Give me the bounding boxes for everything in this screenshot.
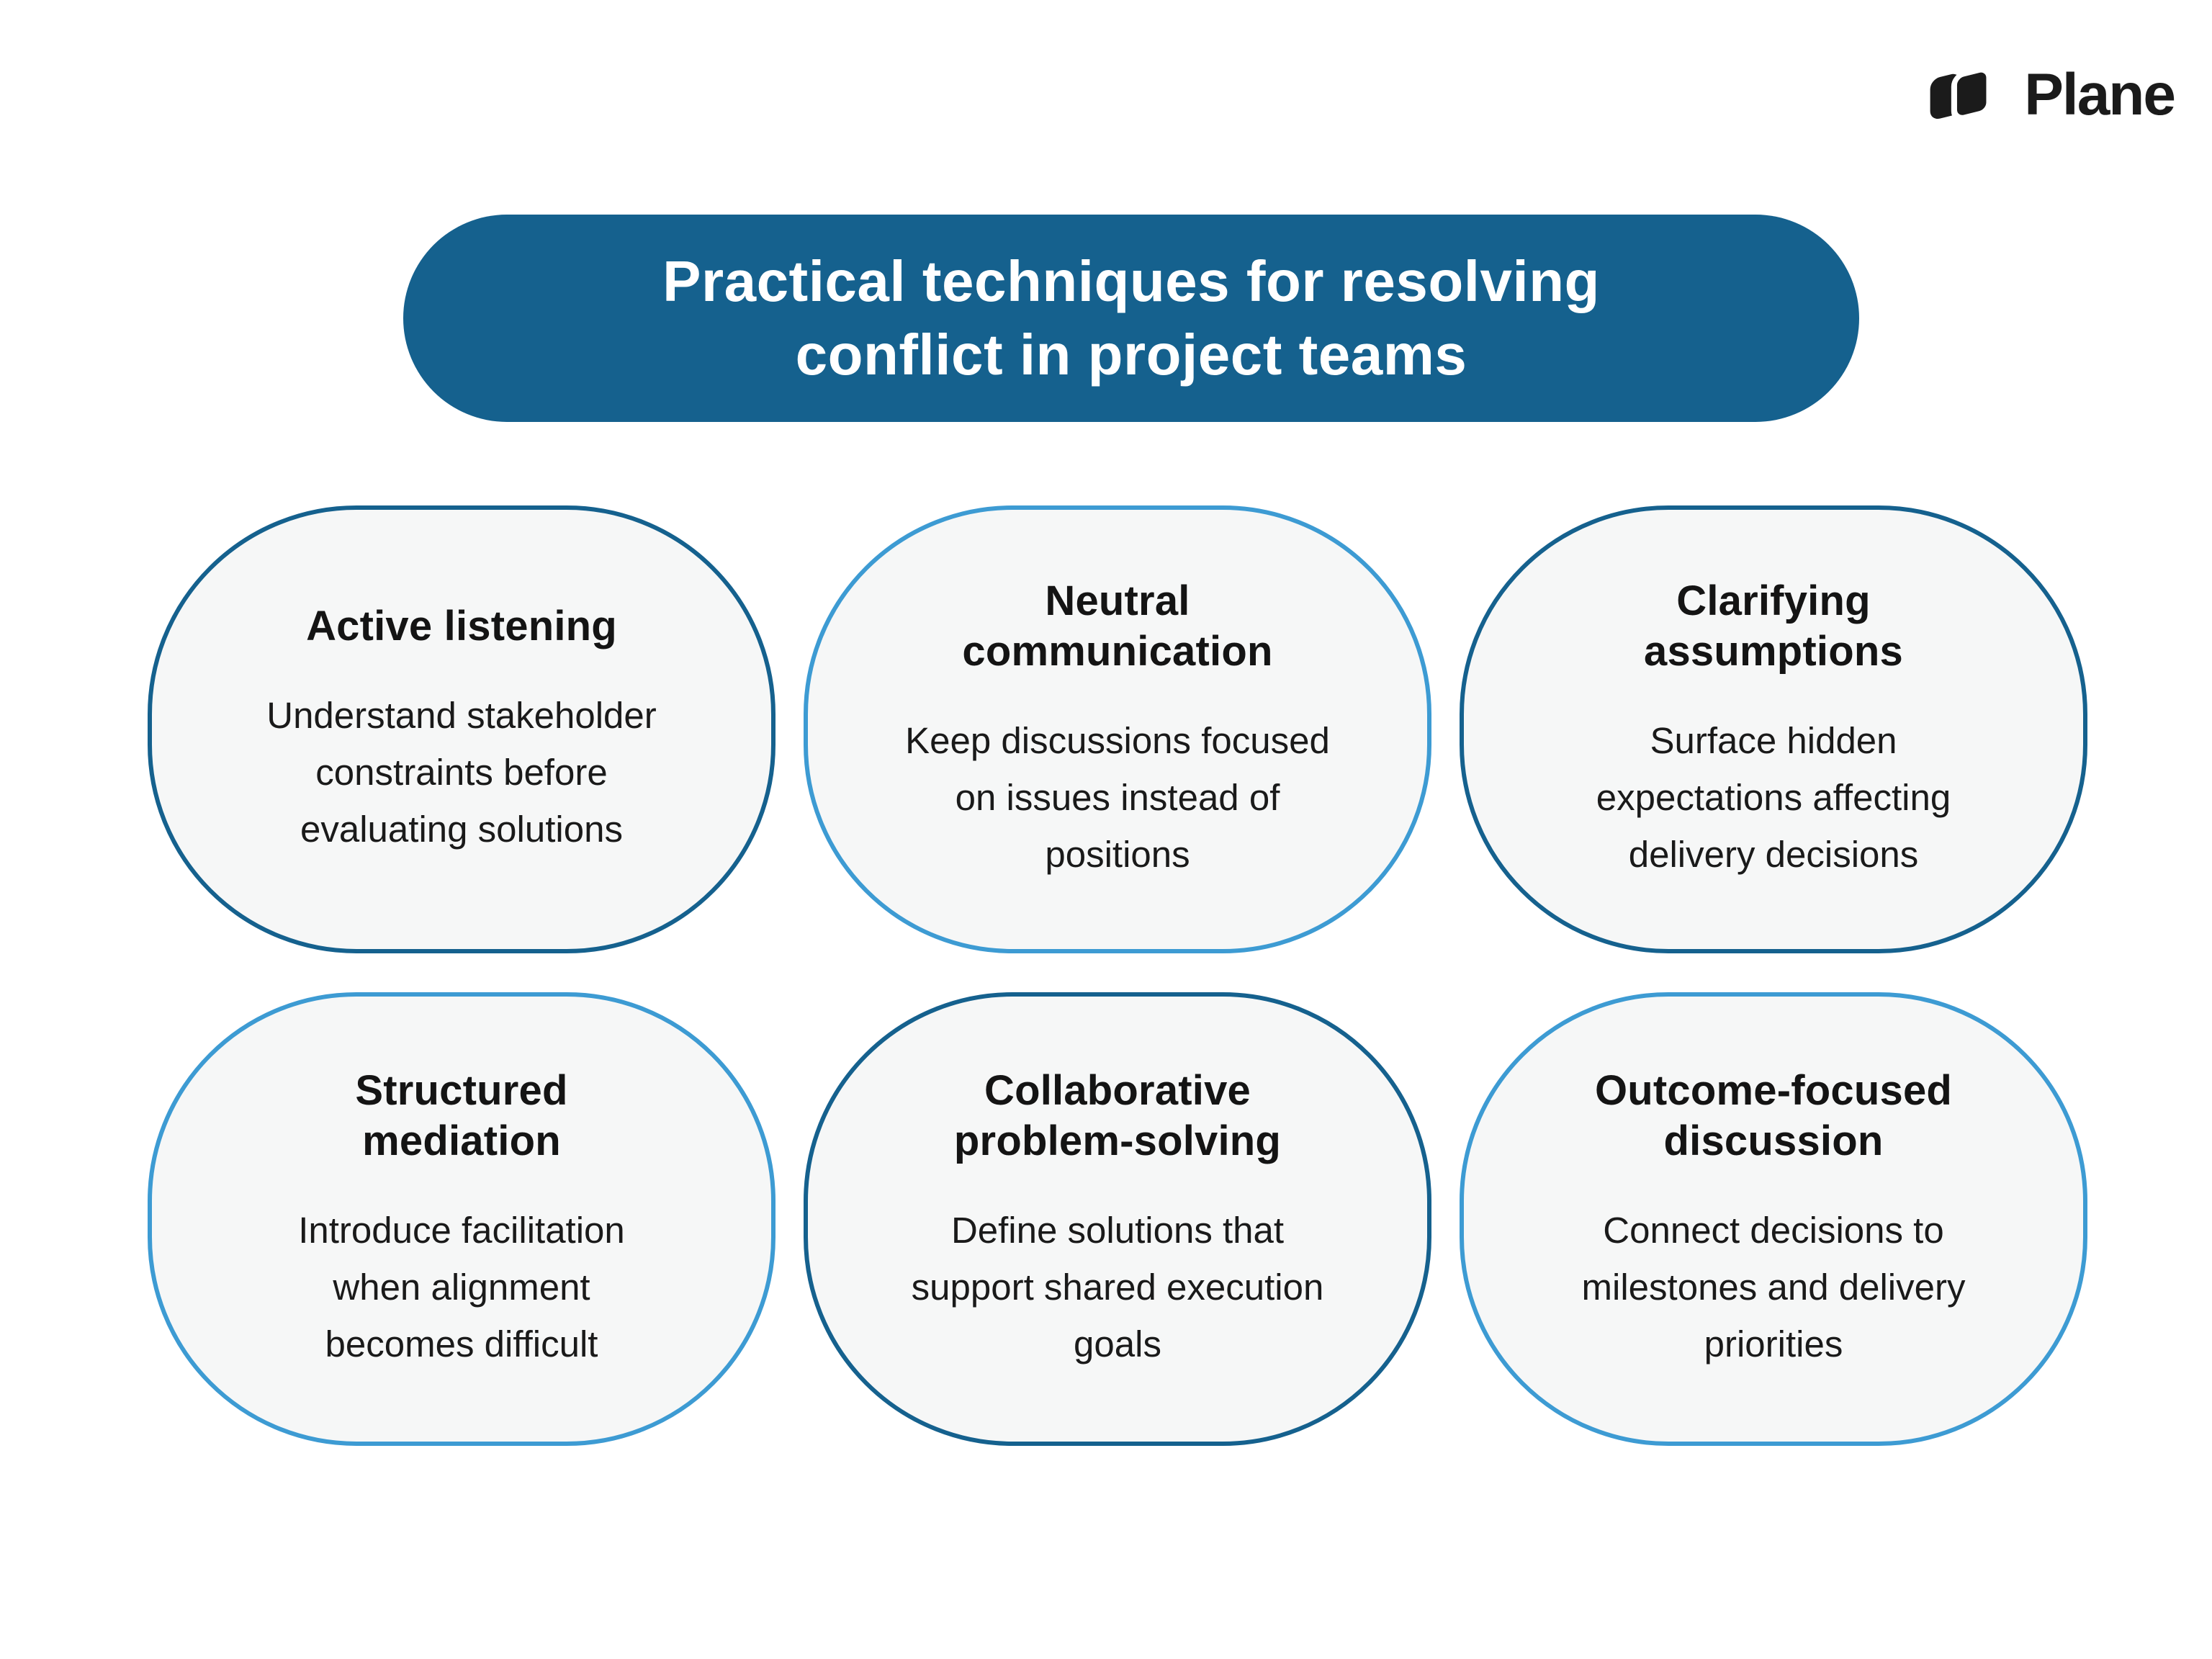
card-body: Keep discussions focused on issues inste… <box>905 720 1330 876</box>
card-heading: Structured mediation <box>355 1066 568 1165</box>
card-heading: Clarifying assumptions <box>1644 577 1903 675</box>
cards-grid: Active listening Understand stakeholder … <box>148 505 2087 1446</box>
page-title: Practical techniques for resolving confl… <box>662 248 1600 387</box>
card-heading: Outcome-focused discussion <box>1594 1066 1953 1165</box>
card-body: Understand stakeholder constraints befor… <box>266 694 657 850</box>
card-structured-mediation: Structured mediation Introduce facilitat… <box>148 992 775 1446</box>
title-banner: Practical techniques for resolving confl… <box>403 215 1859 422</box>
plane-logo-icon <box>1928 59 2005 131</box>
card-active-listening: Active listening Understand stakeholder … <box>148 505 775 953</box>
card-body: Introduce facilitation when alignment be… <box>298 1210 625 1365</box>
card-heading: Collaborative problem-solving <box>953 1066 1282 1165</box>
plane-logo-text: Plane <box>2024 62 2176 127</box>
card-clarifying-assumptions: Clarifying assumptions Surface hidden ex… <box>1460 505 2087 953</box>
card-heading: Active listening <box>306 603 617 650</box>
card-collaborative-problem-solving: Collaborative problem-solving Define sol… <box>804 992 1431 1446</box>
card-heading: Neutral communication <box>962 577 1273 675</box>
card-body: Define solutions that support shared exe… <box>911 1210 1324 1365</box>
plane-logo: Plane <box>1928 59 2176 131</box>
card-body: Connect decisions to milestones and deli… <box>1581 1210 1966 1365</box>
card-outcome-focused-discussion: Outcome-focused discussion Connect decis… <box>1460 992 2087 1446</box>
card-body: Surface hidden expectations affecting de… <box>1596 720 1951 876</box>
card-neutral-communication: Neutral communication Keep discussions f… <box>804 505 1431 953</box>
